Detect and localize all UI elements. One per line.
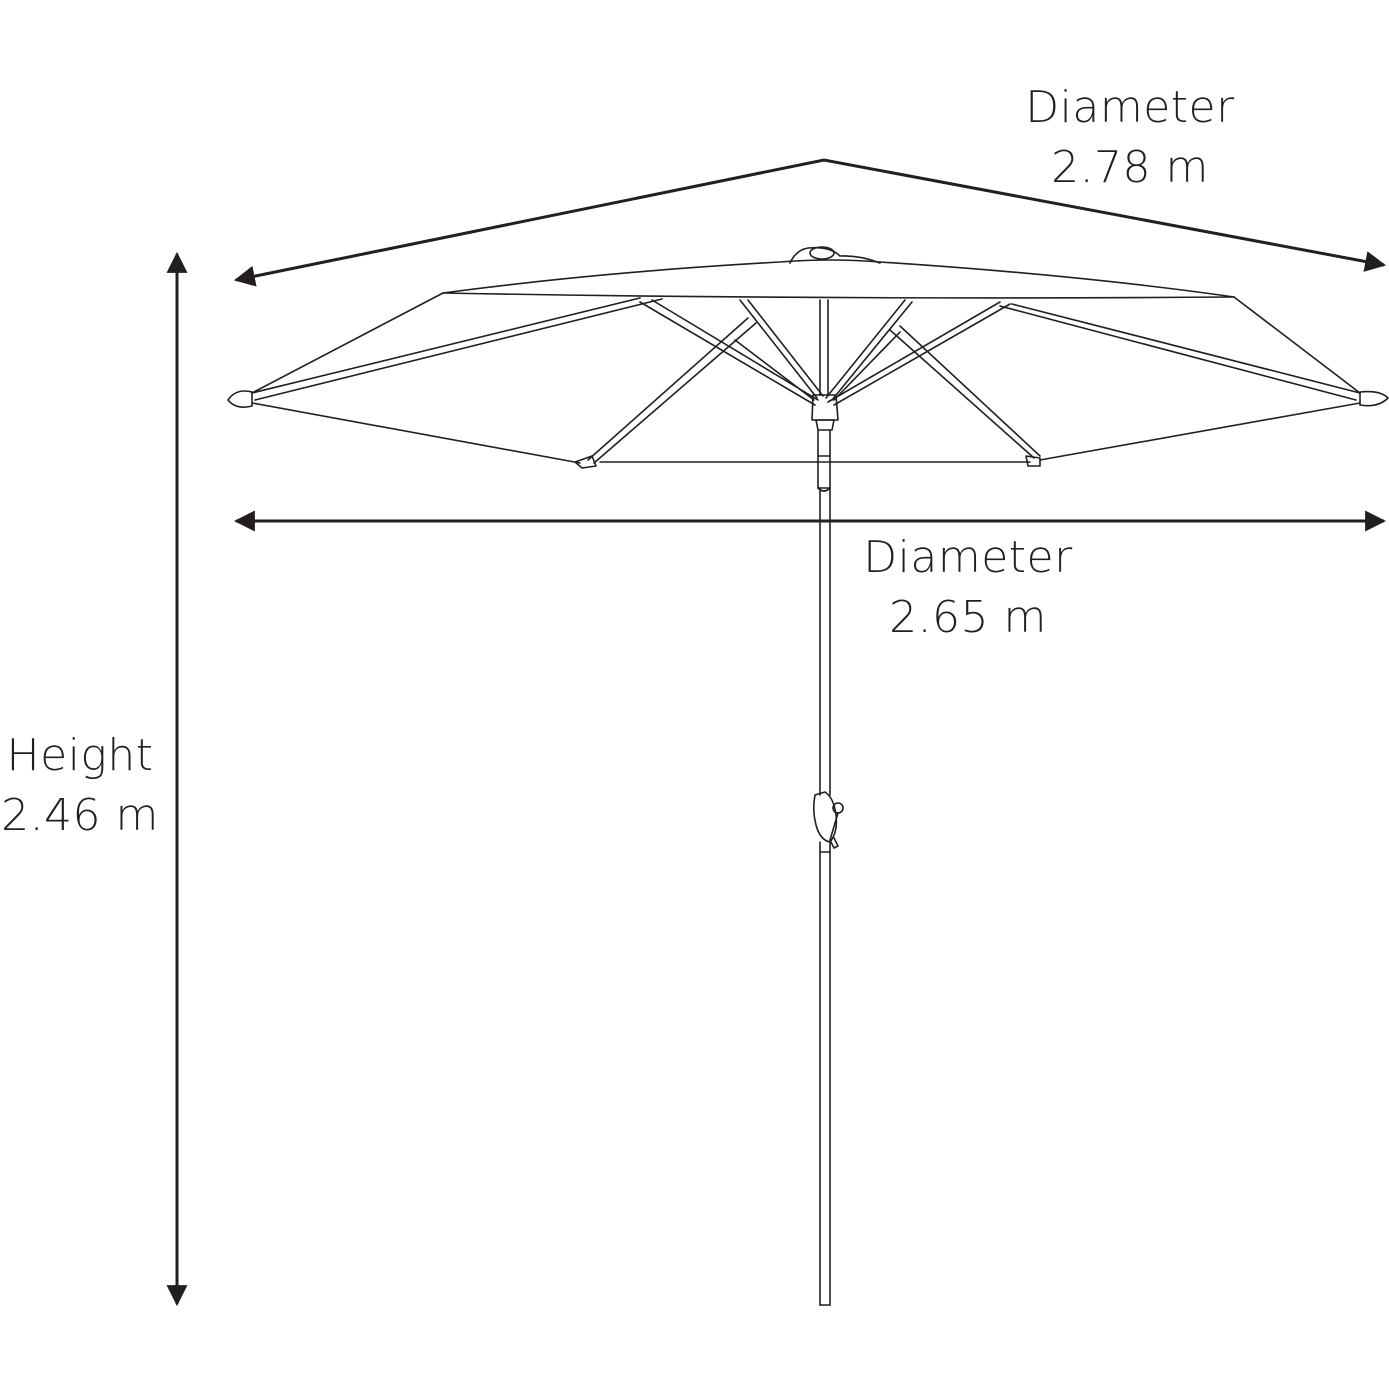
height-title: Height bbox=[6, 730, 154, 781]
open-diameter-title: Diameter bbox=[863, 532, 1073, 583]
canopy-diameter-label: Diameter 2.78 m bbox=[980, 78, 1280, 198]
open-diameter-label: Diameter 2.65 m bbox=[818, 528, 1118, 648]
open-diameter-value: 2.65 m bbox=[889, 592, 1047, 643]
canopy-diameter-title: Diameter bbox=[1025, 82, 1235, 133]
canopy-diameter-arrow bbox=[233, 158, 1387, 287]
canopy-diameter-value: 2.78 m bbox=[1051, 142, 1209, 193]
height-value: 2.46 m bbox=[1, 790, 159, 841]
height-label: Height 2.46 m bbox=[0, 726, 160, 846]
umbrella-drawing bbox=[227, 246, 1389, 1306]
